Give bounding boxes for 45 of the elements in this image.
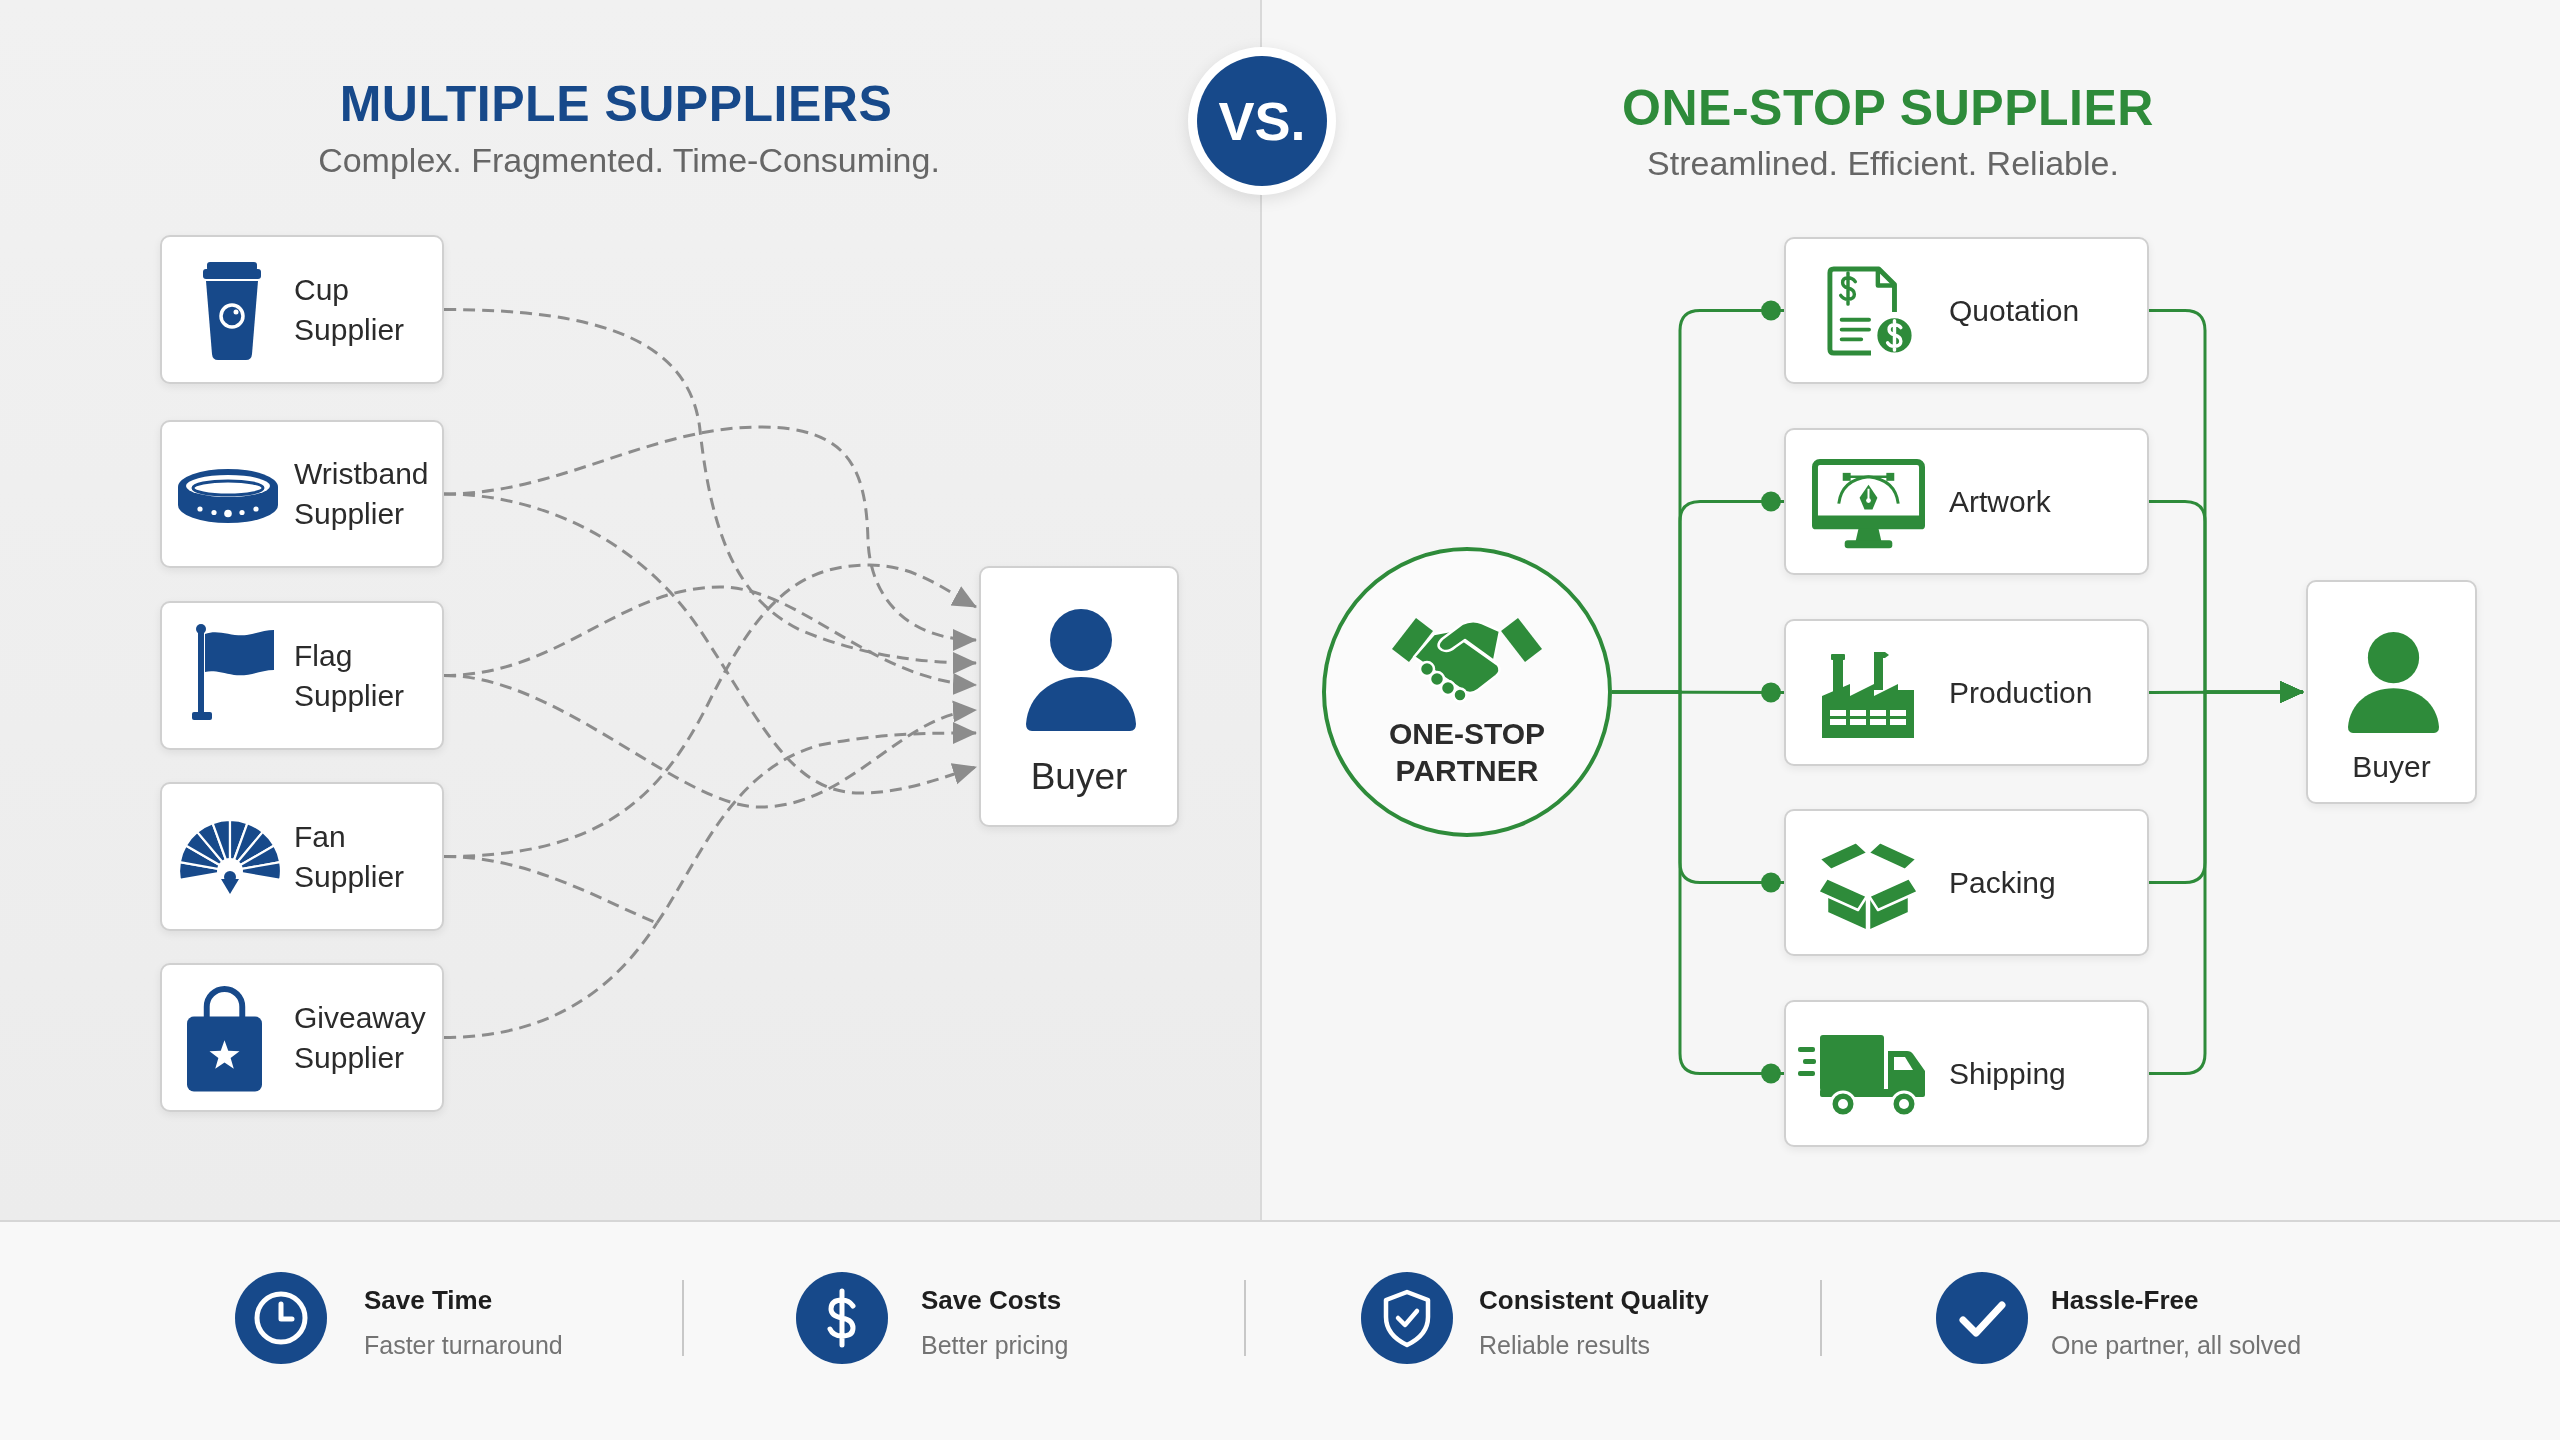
card-label: Fan Supplier	[294, 818, 405, 895]
process-card	[1784, 809, 2149, 956]
supplier-card	[160, 601, 444, 750]
benefit-text: Faster turnaround	[364, 1330, 563, 1360]
panel-title: MULTIPLE SUPPLIERS	[339, 75, 893, 133]
benefit-title: Save Time	[364, 1284, 493, 1316]
buyer-card	[2306, 580, 2477, 804]
benefit-title: Consistent Quality	[1479, 1284, 1709, 1316]
benefit-title: Save Costs	[921, 1284, 1062, 1316]
panel-subtitle: Streamlined. Efficient. Reliable.	[1647, 143, 2119, 183]
panel-title: ONE-STOP SUPPLIER	[1622, 79, 2154, 137]
panel-subtitle: Complex. Fragmented. Time-Consuming.	[318, 140, 940, 180]
process-card	[1784, 1000, 2149, 1147]
vs-label: VS.	[1218, 90, 1306, 152]
buyer-card	[979, 566, 1179, 827]
dashed-line	[443, 922, 659, 1039]
benefit-text: Better pricing	[921, 1330, 1069, 1360]
supplier-card	[160, 963, 444, 1112]
process-card	[1784, 237, 2149, 384]
supplier-card	[160, 235, 444, 384]
benefit-text: Reliable results	[1479, 1330, 1650, 1360]
supplier-card	[160, 420, 444, 568]
process-card	[1784, 619, 2149, 766]
benefit-text: One partner, all solved	[2051, 1330, 2302, 1360]
arrow	[2149, 681, 2304, 1075]
card-label: Artwork	[1949, 483, 2051, 520]
process-card	[1784, 428, 2149, 575]
supplier-card	[160, 782, 444, 931]
card-label: Flag Supplier	[294, 637, 405, 714]
card-label: Cup Supplier	[294, 271, 405, 348]
card-label: Wristband Supplier	[294, 456, 429, 532]
card-label: Quotation	[1949, 292, 2080, 329]
partner-label: ONE-STOP PARTNER	[1387, 716, 1547, 789]
dot-connector	[1612, 690, 1784, 1084]
card-label: Giveaway Supplier	[294, 999, 426, 1076]
benefit-title: Hassle-Free	[2051, 1284, 2199, 1316]
dashed-arrow	[443, 492, 977, 795]
card-label: Production	[1949, 674, 2093, 711]
card-label: Packing	[1949, 864, 2056, 901]
buyer-label: Buyer	[2352, 750, 2431, 784]
dashed-arrow	[443, 425, 977, 650]
card-label: Shipping	[1949, 1055, 2066, 1092]
dashed-arrow	[443, 674, 977, 809]
dashed-arrow	[443, 308, 977, 674]
buyer-label: Buyer	[1030, 756, 1128, 798]
